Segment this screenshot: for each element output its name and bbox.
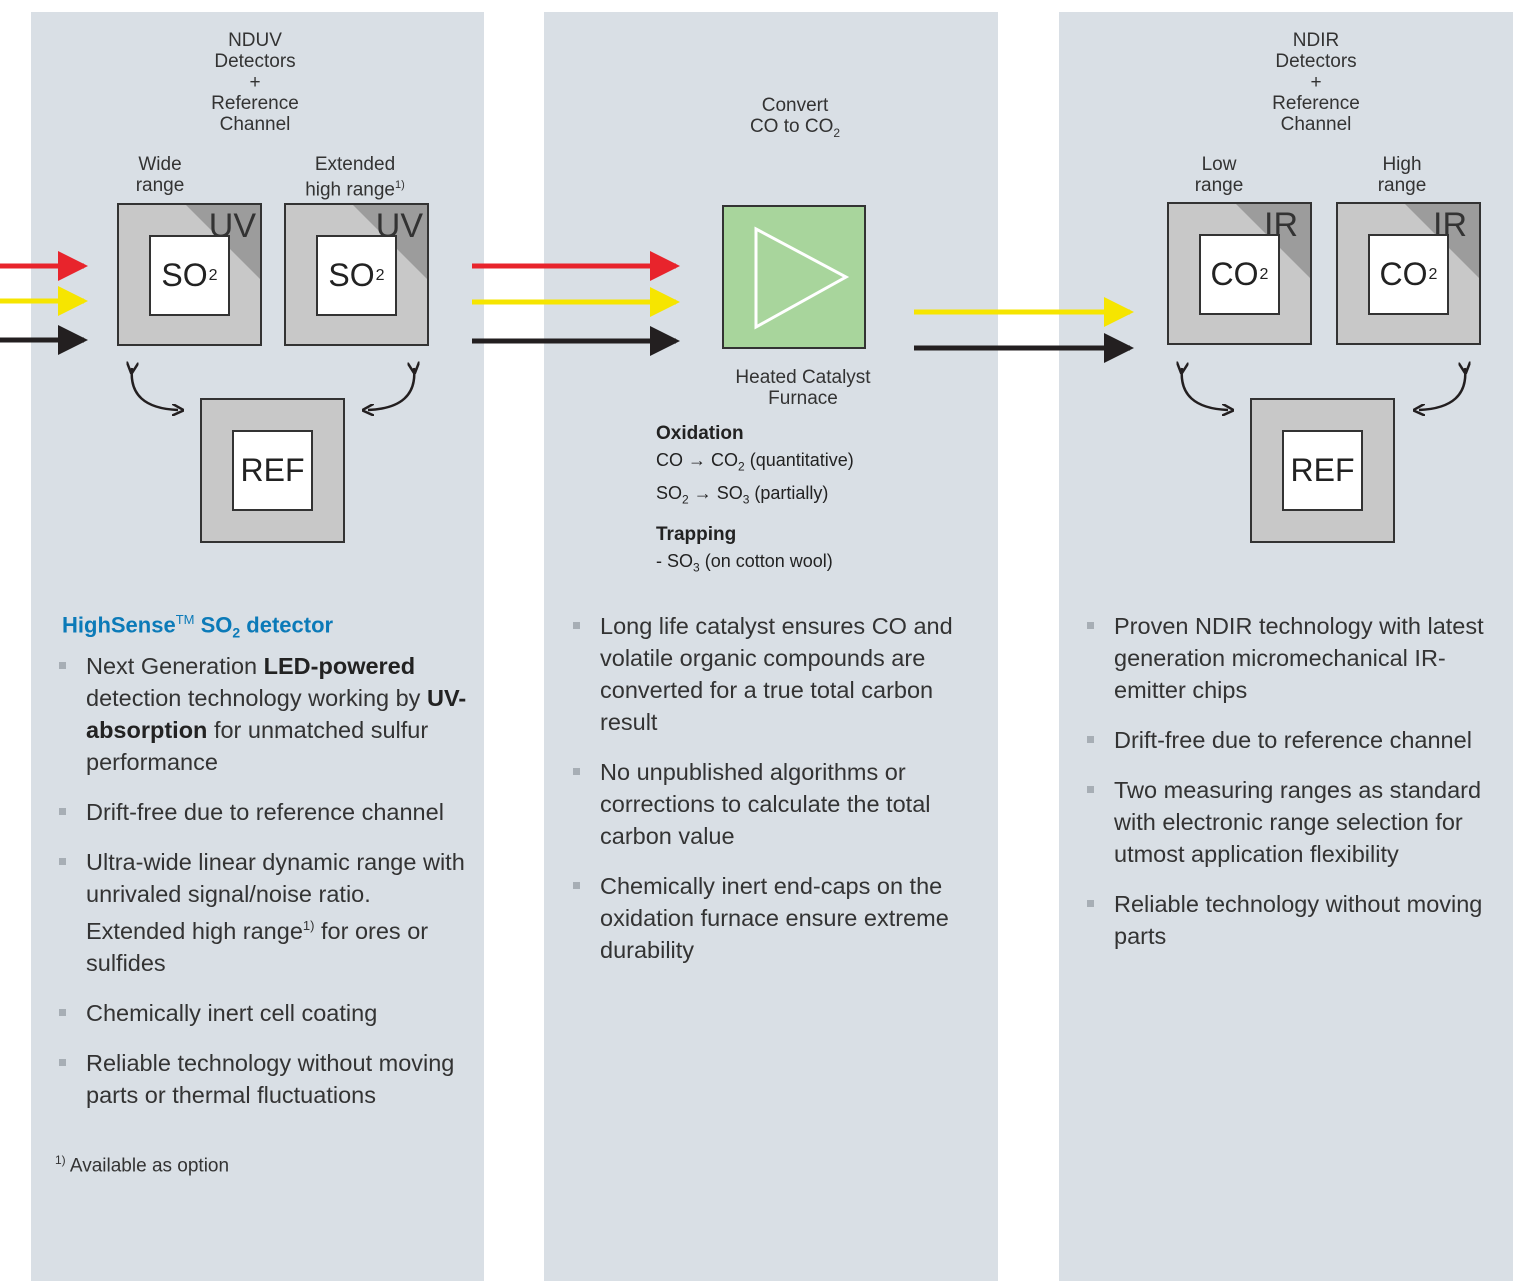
ndir-header: NDIR Detectors + Reference Channel [1272,30,1360,135]
list-item: Long life catalyst ensures CO and volati… [570,610,980,738]
list-item: Reliable technology without moving parts [1084,888,1504,952]
ir-reference-box: REF [1250,398,1395,543]
high-range-label: High range [1377,154,1427,196]
list-item: No unpublished algorithms or corrections… [570,756,980,852]
footnote: 1) Available as option [55,1153,230,1177]
nduv-header: NDUV Detectors + Reference Channel [211,30,299,135]
curved-exchange-arrow [1182,368,1228,410]
list-item: Two measuring ranges as standard with el… [1084,774,1504,870]
nduv-bullets: Next Generation LED-powered detection te… [56,650,476,1129]
curved-exchange-arrow [1419,368,1465,410]
curved-exchange-arrow [368,368,414,410]
catalyst-bullets: Long life catalyst ensures CO and volati… [570,610,980,984]
list-item: Next Generation LED-powered detection te… [56,650,476,778]
list-item: Ultra-wide linear dynamic range with unr… [56,846,476,979]
curved-exchange-arrow [132,368,178,410]
oxidation-block: Oxidation CO → CO2 (quantitative) SO2 → … [656,423,854,507]
furnace-label: Heated Catalyst Furnace [735,367,871,409]
list-item: Chemically inert cell coating [56,997,476,1029]
list-item: Drift-free due to reference channel [56,796,476,828]
highsense-title: HighSenseTM SO2 detector [62,612,334,641]
trapping-block: Trapping - SO3 (on cotton wool) [656,524,833,575]
list-item: Reliable technology without moving parts… [56,1047,476,1111]
wide-range-label: Wide range [135,154,185,196]
ref-cell: REF [232,430,313,511]
ref-cell: REF [1282,430,1363,511]
extended-range-label: Extended high range1) [305,154,405,201]
list-item: Proven NDIR technology with latest gener… [1084,610,1504,706]
list-item: Chemically inert end-caps on the oxidati… [570,870,980,966]
list-item: Drift-free due to reference channel [1084,724,1504,756]
uv-reference-box: REF [200,398,345,543]
play-triangle-icon [754,226,850,330]
catalyst-furnace [722,205,866,349]
convert-header: Convert CO to CO2 [749,95,841,140]
low-range-label: Low range [1194,154,1244,196]
ndir-bullets: Proven NDIR technology with latest gener… [1084,610,1504,970]
